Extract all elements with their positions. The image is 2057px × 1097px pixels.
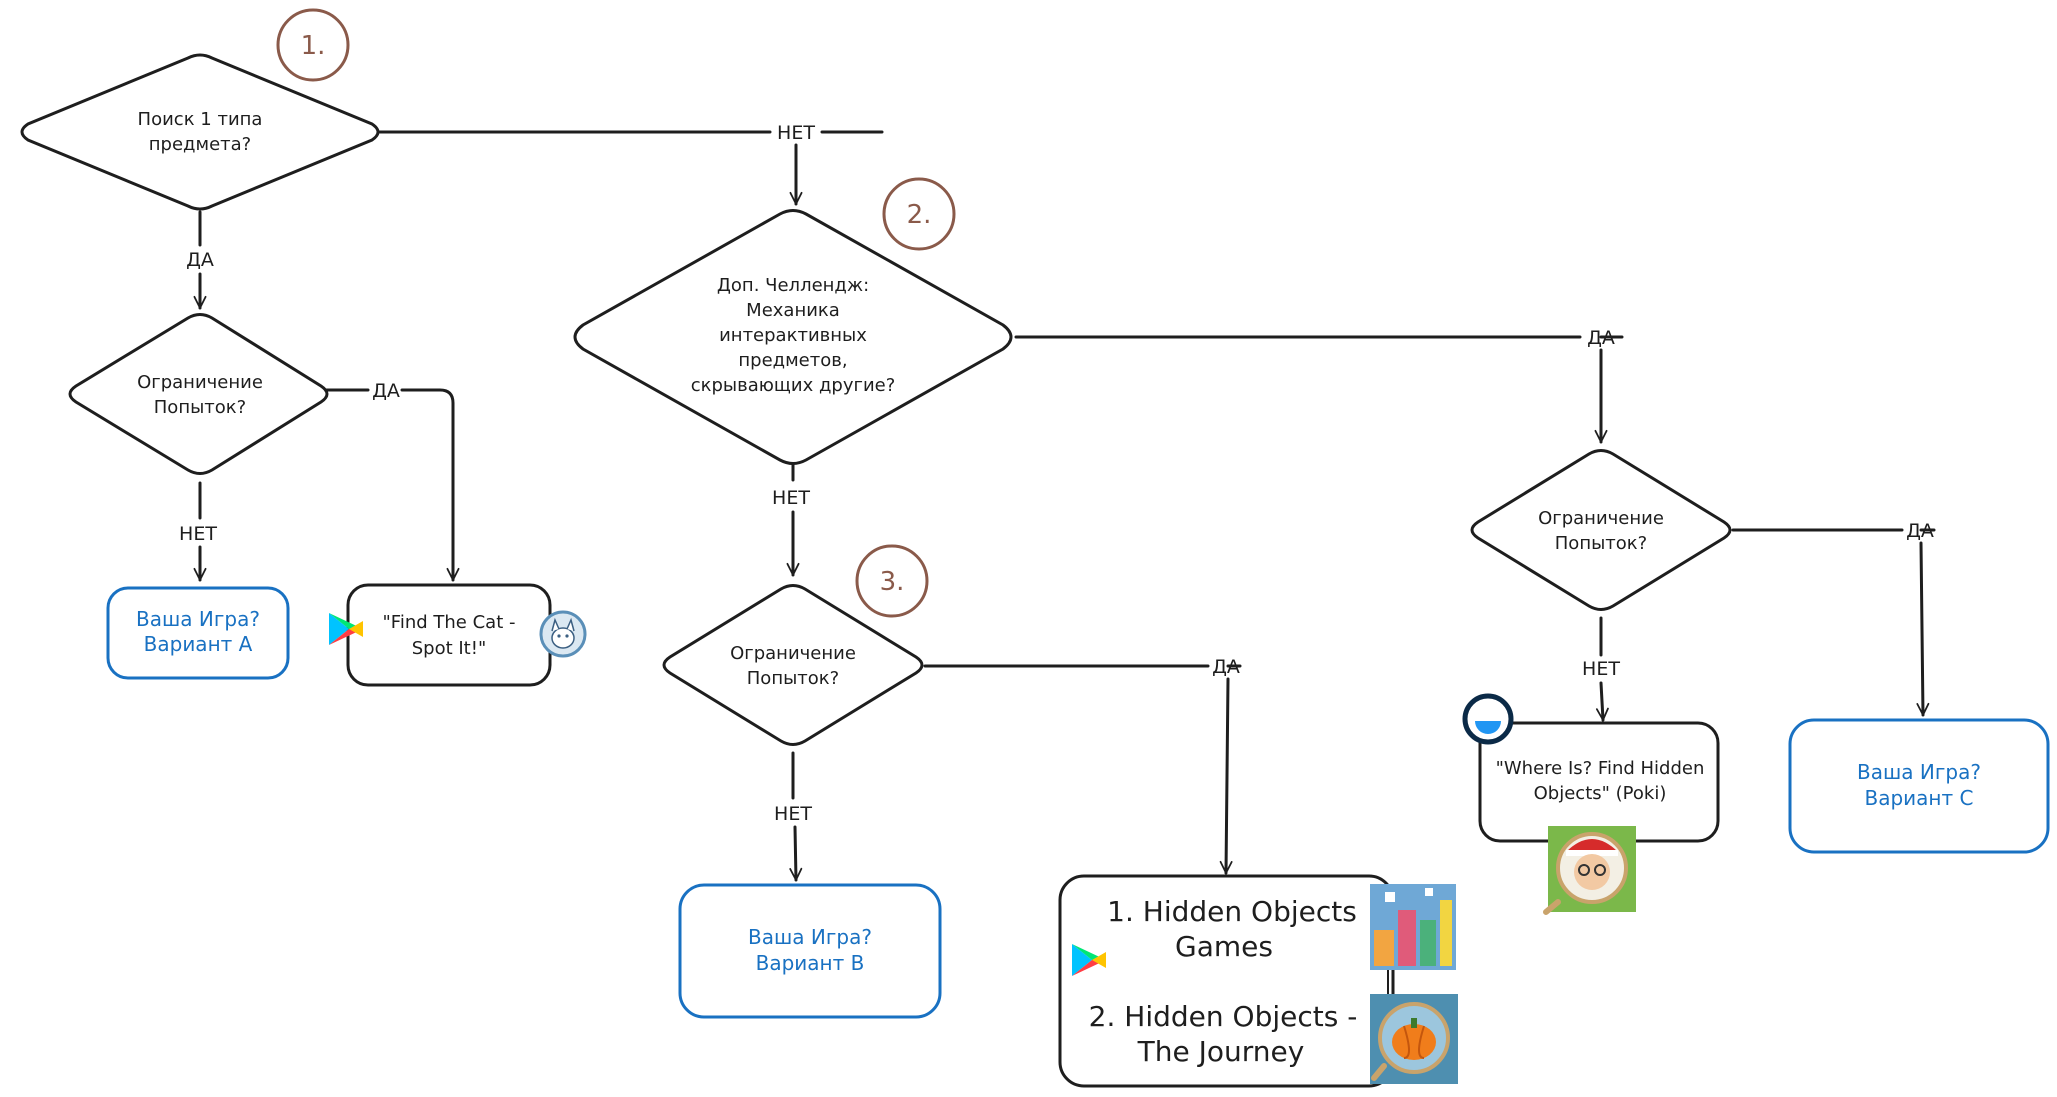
- step-marker-1: 1.: [276, 8, 350, 82]
- variant-a-line: Вариант А: [144, 632, 253, 656]
- decision-attempt-limit-1-line: Попыток?: [154, 397, 246, 418]
- game-hidden-objects-2-line: The Journey: [1137, 1035, 1305, 1068]
- cat-thumbnail-icon: [539, 610, 587, 658]
- decision-attempt-limit-2[interactable]: Ограничение Попыток?: [1470, 449, 1732, 611]
- step-marker-1-label: 1.: [301, 31, 326, 61]
- step-marker-3-label: 3.: [880, 567, 905, 597]
- game-where-is-line: "Where Is? Find Hidden: [1496, 758, 1705, 779]
- decision-attempt-limit-1[interactable]: Ограничение Попыток?: [68, 313, 329, 475]
- decision-interactive-challenge-line: Доп. Челлендж:: [717, 275, 869, 296]
- google-play-icon: [1072, 944, 1106, 976]
- poki-icon: [1462, 693, 1514, 745]
- game-hidden-objects-2-line: 2. Hidden Objects -: [1089, 1000, 1358, 1033]
- decision-attempt-limit-3[interactable]: Ограничение Попыток?: [662, 584, 924, 746]
- game-hidden-objects-1-line: Games: [1175, 930, 1273, 963]
- decision-interactive-challenge-line: скрывающих другие?: [691, 375, 896, 396]
- decision-item-type-line: Поиск 1 типа: [138, 109, 263, 130]
- edge-d4-yes-arrow: [1219, 677, 1233, 875]
- decision-item-type-line: предмета?: [149, 134, 251, 155]
- decision-attempt-limit-1-line: Ограничение: [137, 372, 263, 393]
- edge-label-d4-yes: ДА: [1212, 656, 1240, 678]
- edge-label-d4-no: НЕТ: [774, 803, 812, 825]
- edge-d4-no-arrow: [789, 825, 803, 882]
- edge-label-d5-no: НЕТ: [1582, 658, 1620, 680]
- step-marker-2: 2.: [882, 177, 956, 251]
- edge-label-d3-no: НЕТ: [179, 523, 217, 545]
- edge-label-d2-yes: ДА: [1587, 327, 1615, 349]
- decision-attempt-limit-3-line: Попыток?: [747, 668, 839, 689]
- game-find-the-cat-line: "Find The Cat -: [383, 612, 516, 633]
- edge-d5-no-arrow: [1595, 681, 1609, 722]
- variant-c-line: Вариант С: [1865, 786, 1974, 810]
- variant-c-line: Ваша Игра?: [1857, 760, 1981, 784]
- edge-d3-yes-arrow: [400, 388, 460, 582]
- decision-item-type[interactable]: Поиск 1 типа предмета?: [20, 53, 380, 211]
- decision-attempt-limit-2-line: Попыток?: [1555, 533, 1647, 554]
- game-find-the-cat[interactable]: "Find The Cat - Spot It!": [346, 583, 552, 687]
- variant-b-box[interactable]: Ваша Игра? Вариант В: [678, 883, 942, 1019]
- decision-attempt-limit-3-line: Ограничение: [730, 643, 856, 664]
- variant-c-box[interactable]: Ваша Игра? Вариант С: [1788, 718, 2050, 854]
- decision-interactive-challenge-line: Механика: [746, 300, 840, 321]
- variant-a-line: Ваша Игра?: [136, 607, 260, 631]
- edge-label-d1-no: НЕТ: [777, 122, 815, 144]
- edge-label-d3-yes: ДА: [372, 380, 400, 402]
- edge-d5-yes-arrow: [1916, 541, 1930, 717]
- variant-b-line: Вариант В: [756, 951, 865, 975]
- decision-interactive-challenge-line: интерактивных: [719, 325, 867, 346]
- google-play-icon: [329, 613, 363, 645]
- city-thumbnail-icon: [1370, 884, 1456, 970]
- pumpkin-thumbnail-icon: [1370, 994, 1458, 1084]
- decision-interactive-challenge[interactable]: Доп. Челлендж: Механика интерактивных пр…: [573, 209, 1013, 465]
- game-find-the-cat-line: Spot It!": [412, 638, 487, 659]
- game-hidden-objects-list[interactable]: 1. Hidden Objects Games 2. Hidden Object…: [1058, 874, 1395, 1088]
- game-where-is-line: Objects" (Poki): [1534, 783, 1667, 804]
- variant-b-line: Ваша Игра?: [748, 925, 872, 949]
- decision-interactive-challenge-line: предметов,: [738, 350, 847, 371]
- decision-attempt-limit-2-line: Ограничение: [1538, 508, 1664, 529]
- edge-label-d5-yes: ДА: [1906, 520, 1934, 542]
- step-marker-2-label: 2.: [907, 200, 932, 230]
- waldo-thumbnail-icon: [1543, 826, 1636, 915]
- variant-a-box[interactable]: Ваша Игра? Вариант А: [106, 586, 290, 680]
- game-where-is[interactable]: "Where Is? Find Hidden Objects" (Poki): [1478, 721, 1720, 843]
- edge-label-d2-no: НЕТ: [772, 487, 810, 509]
- step-marker-3: 3.: [855, 544, 929, 618]
- game-hidden-objects-1-line: 1. Hidden Objects: [1107, 895, 1357, 928]
- edge-label-d1-yes: ДА: [186, 249, 214, 271]
